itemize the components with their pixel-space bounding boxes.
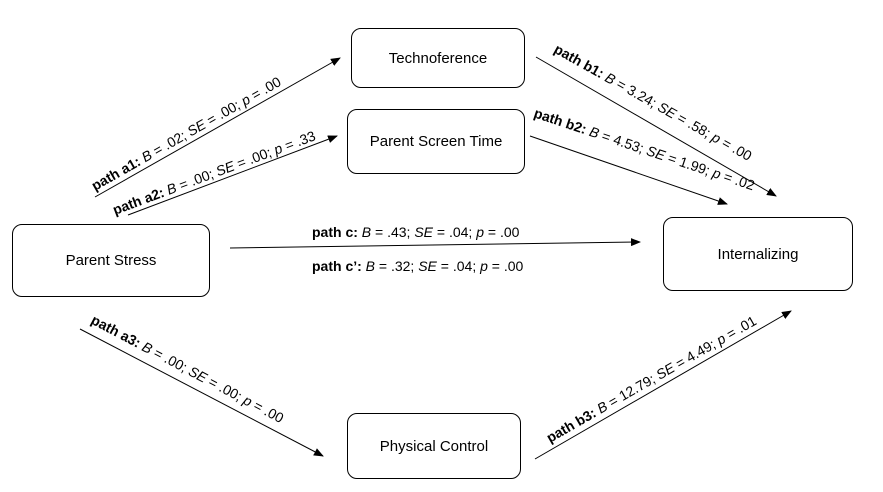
arrow-c xyxy=(229,238,641,249)
node-parent-stress: Parent Stress xyxy=(12,224,210,297)
path-c-prime-label: path c’: B = .32; SE = .04; p = .00 xyxy=(312,258,524,274)
node-parent-stress-label: Parent Stress xyxy=(65,252,157,269)
path-a3-label: path a3: B = .00; SE = .00; p = .00 xyxy=(89,312,287,427)
path-a2-label: path a2: B = .00; SE = .00; p = .33 xyxy=(110,127,317,217)
node-physical-control: Physical Control xyxy=(347,413,521,479)
node-internalizing: Internalizing xyxy=(663,217,853,291)
node-physical-control-label: Physical Control xyxy=(379,437,489,455)
path-c-label: path c: B = .43; SE = .04; p = .00 xyxy=(312,224,520,240)
arrow-a3 xyxy=(79,328,324,457)
arrow-b2 xyxy=(529,135,728,205)
arrow-b1 xyxy=(535,56,777,197)
node-technoference-label: Technoference xyxy=(388,49,488,67)
node-parent-screen-time-label: Parent Screen Time xyxy=(369,133,503,150)
arrow-a2 xyxy=(127,135,338,216)
arrow-a1 xyxy=(94,57,341,198)
node-technoference: Technoference xyxy=(351,28,525,88)
node-parent-screen-time: Parent Screen Time xyxy=(347,109,525,174)
path-b3-label: path b3: B = 12.79; SE = 4.49; p = .01 xyxy=(544,312,760,445)
arrow-b3 xyxy=(534,310,792,460)
node-internalizing-label: Internalizing xyxy=(717,245,799,263)
